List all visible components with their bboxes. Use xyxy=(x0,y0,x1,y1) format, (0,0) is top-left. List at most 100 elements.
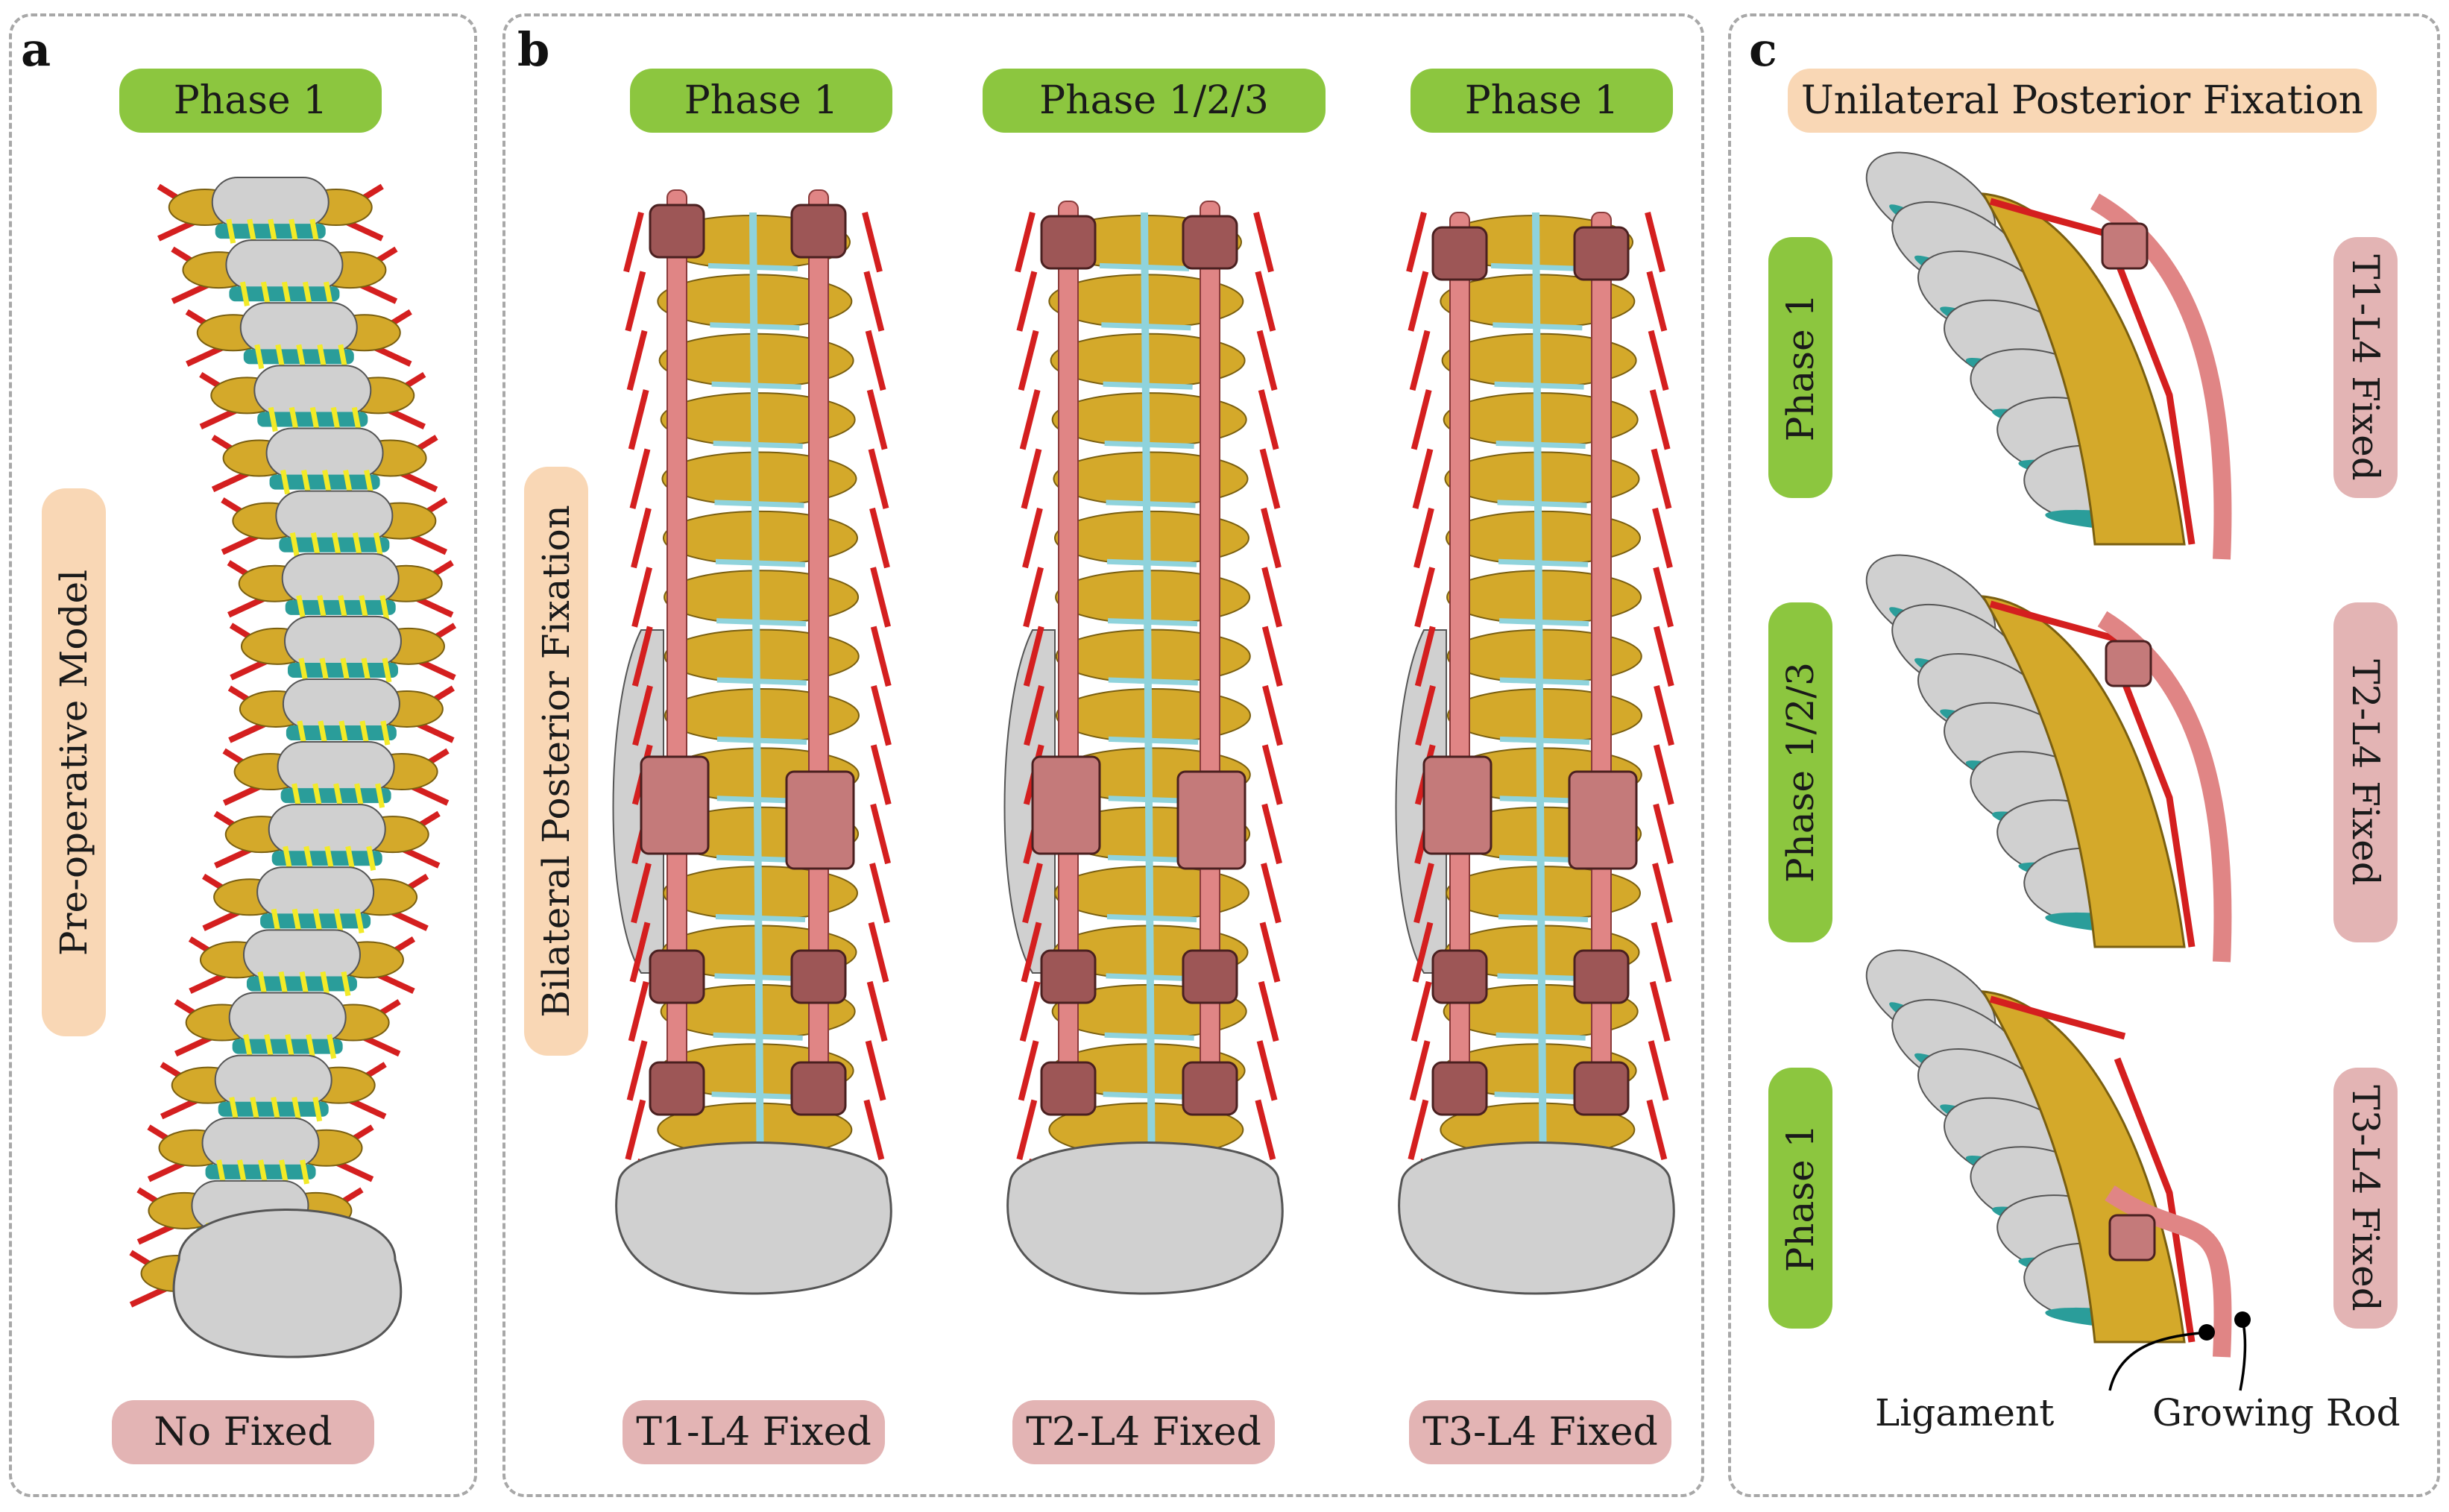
ligament-band xyxy=(1654,685,1674,746)
panel-a-model-type-label: Pre-operative Model xyxy=(42,488,106,1036)
panel-c-row2-fixation-label: T2-L4 Fixed xyxy=(2333,602,2398,942)
panel-c-row2-phase-label: Phase 1/2/3 xyxy=(1768,602,1832,942)
disc-marker xyxy=(322,469,332,495)
ligament-band xyxy=(1408,271,1429,332)
ligament-band xyxy=(1414,626,1436,687)
disc-marker xyxy=(359,595,369,620)
ligament-band xyxy=(1259,448,1281,509)
panel-b-letter: b xyxy=(517,22,550,77)
disc-marker xyxy=(226,218,236,244)
posterior-element xyxy=(1446,629,1642,684)
disc-marker xyxy=(301,469,312,495)
panel-a-spine-model xyxy=(129,177,457,1358)
ligament-band xyxy=(1023,567,1044,628)
disc-marker xyxy=(320,971,330,997)
ligament-band xyxy=(1261,803,1282,865)
facet-line xyxy=(1499,736,1590,745)
disc-marker xyxy=(271,908,281,934)
ligament-band xyxy=(1406,212,1427,273)
panel-a-phase-label: Phase 1 xyxy=(119,69,382,133)
rod-connector xyxy=(1568,770,1638,870)
ligament-band xyxy=(1649,389,1671,450)
disc-marker xyxy=(291,908,302,934)
ligament-band xyxy=(1261,626,1283,687)
pedicle-screw xyxy=(1040,1061,1097,1116)
disc-marker xyxy=(268,406,278,432)
disc-marker xyxy=(279,1159,289,1185)
ligament-band xyxy=(1253,212,1274,273)
pedicle-screw xyxy=(2105,640,2152,687)
disc-marker xyxy=(359,720,370,746)
disc-marker xyxy=(382,658,392,683)
panel-b-col1-spine-model xyxy=(612,189,892,1295)
disc-marker xyxy=(260,281,271,306)
disc-marker xyxy=(310,532,321,558)
ligament-band xyxy=(1649,980,1671,1042)
ligament-band xyxy=(863,271,885,332)
disc-marker xyxy=(229,1097,239,1122)
disc-marker xyxy=(280,469,291,495)
panel-c-row1-phase-label: Phase 1 xyxy=(1768,237,1832,498)
disc-marker xyxy=(323,281,333,306)
facet-line xyxy=(714,500,804,508)
disc-marker xyxy=(352,532,362,558)
disc-marker xyxy=(291,1097,302,1122)
disc-marker xyxy=(319,658,330,683)
disc-marker xyxy=(380,720,391,746)
disc-marker xyxy=(330,406,341,432)
ligament-band xyxy=(1646,271,1668,332)
ligament-band xyxy=(1989,198,2126,242)
panel-a xyxy=(9,13,477,1497)
disc-marker xyxy=(317,595,327,620)
ligament-leader-line xyxy=(2108,1331,2207,1391)
ligament-band xyxy=(629,922,651,983)
ligament-band xyxy=(631,507,652,569)
ligament-band xyxy=(1645,212,1665,273)
ligament-band xyxy=(1019,389,1041,450)
disc-marker xyxy=(278,971,289,997)
pedicle-screw xyxy=(790,204,847,259)
panel-b-col2-spine-model xyxy=(1003,201,1284,1295)
disc-marker xyxy=(247,218,257,244)
pedicle-screw xyxy=(1431,1061,1488,1116)
panel-b-col3-spine-model xyxy=(1395,212,1675,1295)
ligament-band xyxy=(1262,685,1283,746)
pedicle-screw xyxy=(790,949,847,1004)
disc-marker xyxy=(317,344,327,369)
ligament-band xyxy=(1652,507,1673,569)
ligament-band xyxy=(871,685,892,746)
disc-marker xyxy=(302,281,312,306)
ligament-band xyxy=(1412,448,1434,509)
ligament-band xyxy=(865,1040,886,1101)
rod-connector xyxy=(1031,755,1101,855)
ligament-band xyxy=(1016,1099,1038,1160)
spinal-cord xyxy=(749,212,764,1190)
ligament-band xyxy=(1259,922,1281,983)
disc-marker xyxy=(268,218,278,244)
disc-marker xyxy=(354,783,365,808)
disc-marker xyxy=(327,1034,337,1059)
panel-b-col3-phase-label: Phase 1 xyxy=(1411,69,1673,133)
disc-marker xyxy=(216,1159,226,1185)
ligament-band xyxy=(628,980,649,1042)
disc-marker xyxy=(324,845,335,871)
posterior-element xyxy=(1056,688,1251,743)
disc-marker xyxy=(309,406,320,432)
panel-c-row1-spine-model xyxy=(1865,151,2232,560)
pedicle-screw xyxy=(2101,222,2149,270)
disc-marker xyxy=(285,1034,295,1059)
pedicle-screw xyxy=(1040,949,1097,1004)
disc-marker xyxy=(333,783,344,808)
ligament-band xyxy=(1411,980,1432,1042)
facet-line xyxy=(1497,500,1587,508)
ligament-band xyxy=(1019,980,1041,1042)
pedicle-screw xyxy=(1573,949,1630,1004)
ligament-band xyxy=(1258,980,1279,1042)
disc-marker xyxy=(300,1159,309,1185)
ligament-band xyxy=(2114,1057,2196,1343)
disc-marker xyxy=(298,658,309,683)
ligament-band xyxy=(1409,1040,1431,1101)
spinal-cord xyxy=(1141,212,1156,1190)
facet-line xyxy=(716,736,807,745)
disc-marker xyxy=(373,532,383,558)
